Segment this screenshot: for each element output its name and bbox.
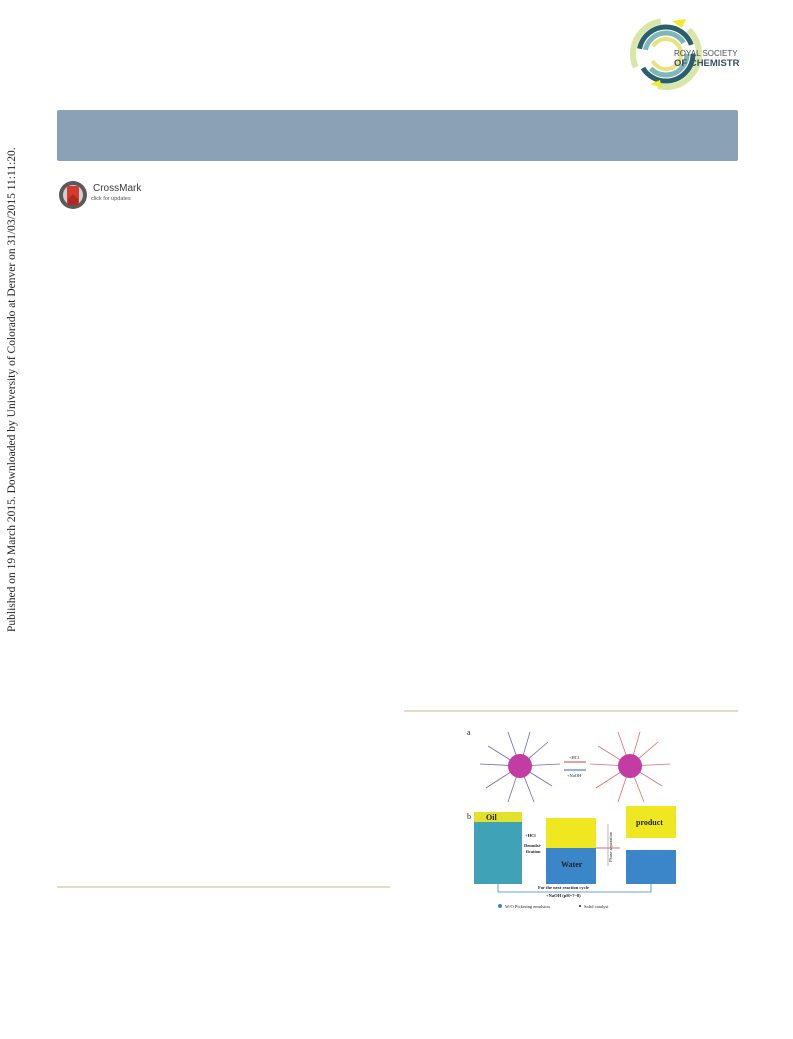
- nanoparticle-right-core: [618, 754, 642, 778]
- article-header-band: [57, 110, 738, 161]
- legend-emulsion: W/O Pickering emulsion: [505, 904, 550, 909]
- catalyst-beaker: [626, 850, 676, 884]
- legend-catalyst-marker: [579, 905, 581, 907]
- phase-separation-label: Phase separation: [608, 831, 613, 862]
- panel-b-label: b: [467, 812, 471, 821]
- product-beaker: [626, 806, 676, 838]
- figure-top-rule: [404, 710, 738, 712]
- rsc-logo: ROYAL SOCIETY OF CHEMISTRY: [630, 18, 746, 90]
- scheme-figure: a +HCl +NaOH b Oil +HCl Demulsi- ficatio…: [460, 724, 682, 914]
- label-naoh-top: +NaOH: [567, 773, 582, 778]
- oil-label: Oil: [486, 813, 497, 822]
- crossmark-icon: [59, 181, 87, 209]
- panel-a-label: a: [467, 728, 471, 737]
- nanoparticle-left: [479, 731, 561, 803]
- crossmark-sub[interactable]: click for updates: [91, 196, 131, 202]
- emulsion-beaker: [474, 812, 522, 884]
- legend-catalyst: Solid catalyst: [584, 904, 609, 909]
- label-demulsification-1: Demulsi-: [524, 843, 542, 848]
- cycle-label-2: +NaOH (pH=7~8): [546, 893, 581, 898]
- crossmark-label[interactable]: CrossMark: [93, 183, 142, 194]
- cycle-label-1: For the next reaction cycle: [538, 885, 589, 890]
- download-stamp: Published on 19 March 2015. Downloaded b…: [6, 147, 18, 632]
- water-phase-middle: [546, 848, 596, 884]
- rsc-logo-line1: ROYAL SOCIETY: [674, 49, 738, 58]
- oil-phase-middle: [546, 818, 596, 848]
- rsc-logo-emblem: [630, 18, 702, 90]
- rsc-logo-line2: OF CHEMISTRY: [674, 58, 740, 69]
- recycle-arrow: [497, 884, 652, 893]
- product-label: product: [636, 818, 663, 827]
- label-demulsification-2: fication: [526, 849, 541, 854]
- footnote-rule: [57, 886, 390, 888]
- water-label: Water: [561, 860, 583, 869]
- label-hcl-b: +HCl: [525, 833, 536, 838]
- label-hcl-top: +HCl: [569, 755, 580, 760]
- oil-layer-left: [474, 812, 522, 822]
- nanoparticle-left-core: [508, 754, 532, 778]
- crossmark-button[interactable]: [57, 180, 147, 210]
- legend-emulsion-marker: [498, 904, 502, 908]
- nanoparticle-right: [589, 731, 671, 803]
